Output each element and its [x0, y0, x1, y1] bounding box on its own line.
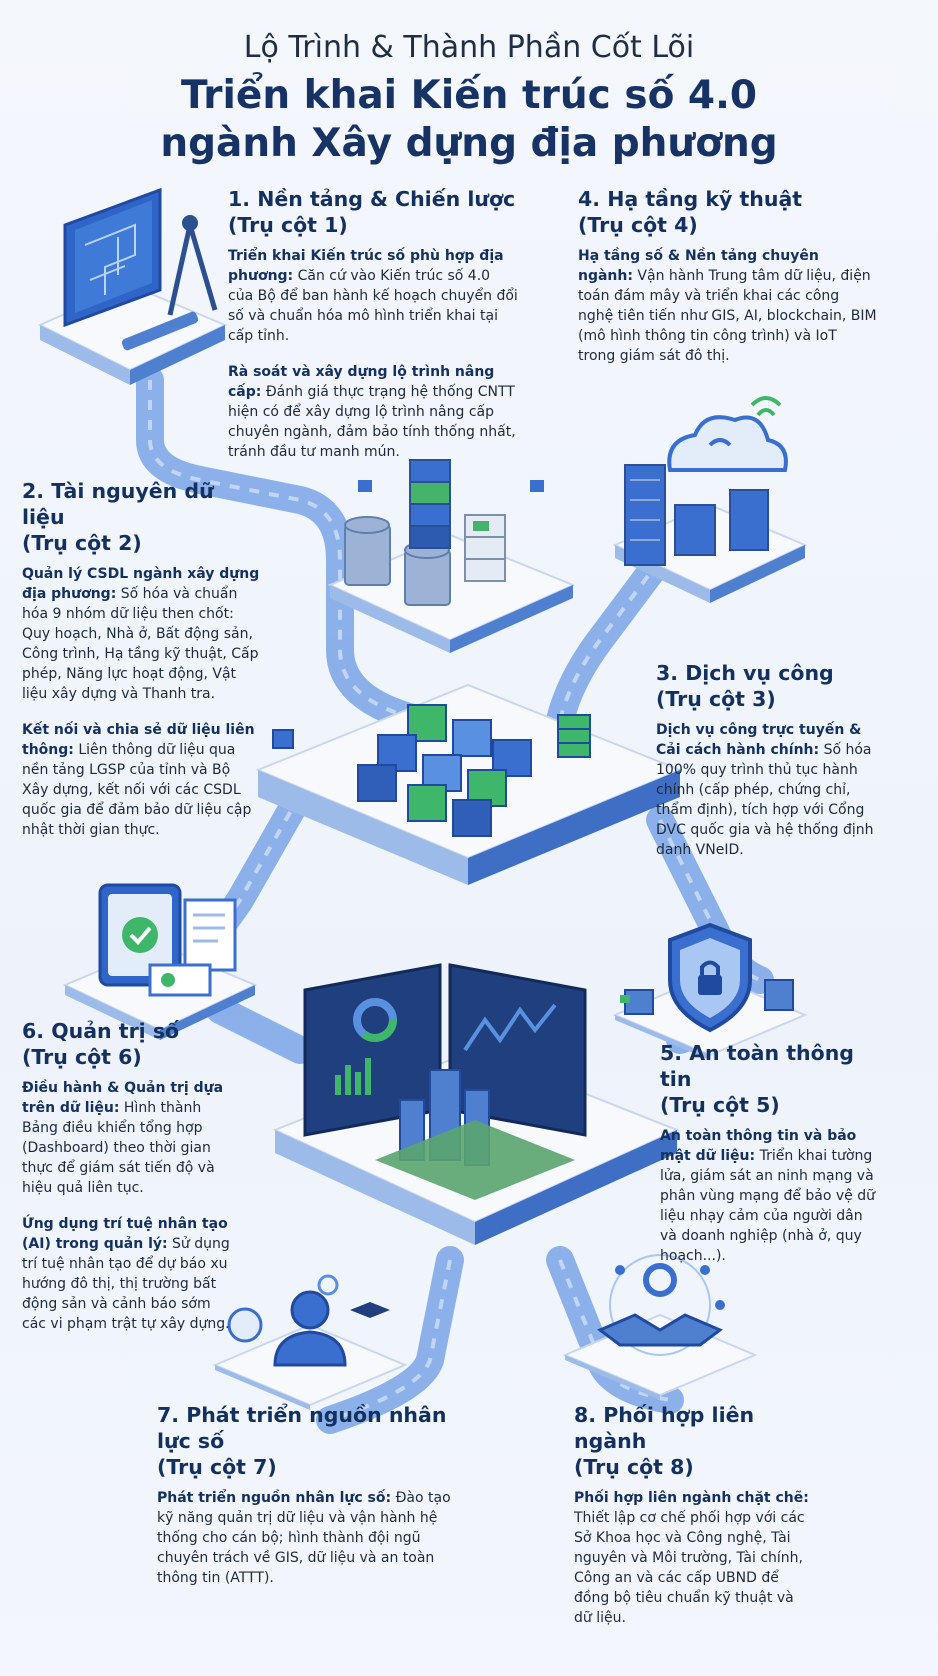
pillar-6-item-1-body: Hình thành Bảng điều khiển tổng hợp (Das…: [22, 1100, 215, 1196]
pillar-1-title: 1. Nền tảng & Chiến lược: [228, 187, 516, 211]
pillar-1-item-2-body: Đánh giá thực trạng hệ thống CNTT hiện c…: [228, 384, 516, 460]
pillar-3-item-1-lead: Dịch vụ công trực tuyến & Cải cách hành …: [656, 722, 862, 758]
cooperation-handshake-illustration: [562, 1254, 758, 1400]
pillar-6-item-2: Ứng dụng trí tuệ nhân tạo (AI) trong quả…: [22, 1214, 234, 1334]
human-resources-illustration: [212, 1274, 408, 1410]
pillar-1-item-2: Rà soát và xây dựng lộ trình nâng cấp: Đ…: [228, 362, 518, 462]
pillar-5-title: 5. An toàn thông tin: [660, 1041, 854, 1091]
pillar-5-item-1-lead: An toàn thông tin và bảo mật dữ liệu:: [660, 1128, 857, 1164]
cloud-datacenter-illustration: [612, 396, 808, 603]
pillar-7-title: 7. Phát triển nguồn nhân lực số: [157, 1403, 447, 1453]
pillar-4-item-1-body: Vận hành Trung tâm dữ liệu, điện toán đá…: [578, 268, 877, 364]
pillar-4-subtitle: (Trụ cột 4): [578, 213, 698, 237]
city-dashboard-illustration: [272, 963, 680, 1245]
page-title-line2: ngành Xây dựng địa phương: [160, 121, 778, 166]
pillar-4-title: 4. Hạ tầng kỹ thuật: [578, 187, 803, 211]
pillar-1-item-2-lead: Rà soát và xây dựng lộ trình nâng cấp:: [228, 364, 495, 400]
pillar-6-item-1-lead: Điều hành & Quản trị dựa trên dữ liệu:: [22, 1080, 224, 1116]
pillar-8-item-1: Phối hợp liên ngành chặt chẽ: Thiết lập …: [574, 1488, 814, 1628]
pillar-6-section: 6. Quản trị số (Trụ cột 6) Điều hành & Q…: [22, 1018, 234, 1334]
pillar-5-section: 5. An toàn thông tin (Trụ cột 5) An toàn…: [660, 1040, 880, 1266]
pillar-6-item-1: Điều hành & Quản trị dựa trên dữ liệu: H…: [22, 1078, 234, 1198]
pillar-4-item-1: Hạ tầng số & Nền tảng chuyên ngành: Vận …: [578, 246, 878, 366]
super-title: Lộ Trình & Thành Phần Cốt Lõi: [243, 30, 695, 65]
pillar-7-section: 7. Phát triển nguồn nhân lực số (Trụ cột…: [157, 1402, 457, 1588]
pillar-5-item-1: An toàn thông tin và bảo mật dữ liệu: Tr…: [660, 1126, 880, 1266]
pillar-8-section: 8. Phối hợp liên ngành (Trụ cột 8) Phối …: [574, 1402, 814, 1628]
database-servers-illustration: [327, 459, 575, 653]
pillar-1-subtitle: (Trụ cột 1): [228, 213, 348, 237]
pillar-2-section: 2. Tài nguyên dữ liệu (Trụ cột 2) Quản l…: [22, 478, 260, 840]
central-data-hub-illustration: [255, 683, 683, 885]
pillar-2-title: 2. Tài nguyên dữ liệu: [22, 479, 214, 529]
blueprint-monitor-illustration: [37, 187, 228, 385]
pillar-6-item-2-lead: Ứng dụng trí tuệ nhân tạo (AI) trong quả…: [22, 1216, 228, 1252]
pillar-1-item-1-lead: Triển khai Kiến trúc số phù hợp địa phươ…: [228, 248, 504, 284]
pillar-7-item-1-body: Đào tạo kỹ năng quản trị dữ liệu và vận …: [157, 1490, 451, 1586]
pillar-2-item-2: Kết nối và chia sẻ dữ liệu liên thông: L…: [22, 720, 260, 840]
pillar-2-item-1-body: Số hóa và chuẩn hóa 9 nhóm dữ liệu then …: [22, 586, 259, 702]
page-title-line1: Triển khai Kiến trúc số 4.0: [180, 73, 758, 118]
pillar-5-item-1-body: Triển khai tường lửa, giám sát an ninh m…: [660, 1148, 875, 1264]
pillar-1-item-1: Triển khai Kiến trúc số phù hợp địa phươ…: [228, 246, 518, 346]
pillar-4-section: 4. Hạ tầng kỹ thuật (Trụ cột 4) Hạ tầng …: [578, 186, 878, 366]
pillar-2-item-1-lead: Quản lý CSDL ngành xây dựng địa phương:: [22, 566, 260, 602]
pillar-3-item-1-body: Số hóa 100% quy trình thủ tục hành chính…: [656, 742, 874, 858]
pillar-2-subtitle: (Trụ cột 2): [22, 531, 142, 555]
pillar-6-item-2-body: Sử dụng trí tuệ nhân tạo để dự báo xu hư…: [22, 1236, 230, 1332]
pillar-2-item-2-body: Liên thông dữ liệu qua nền tảng LGSP của…: [22, 742, 252, 838]
pillar-8-subtitle: (Trụ cột 8): [574, 1455, 694, 1479]
pillar-8-title: 8. Phối hợp liên ngành: [574, 1403, 755, 1453]
pillar-5-subtitle: (Trụ cột 5): [660, 1093, 780, 1117]
pillar-6-title: 6. Quản trị số: [22, 1019, 180, 1043]
pillar-1-section: 1. Nền tảng & Chiến lược (Trụ cột 1) Tri…: [228, 186, 518, 462]
pillar-3-title: 3. Dịch vụ công: [656, 661, 834, 685]
security-shield-illustration: [612, 922, 808, 1060]
pillar-8-item-1-body: Thiết lập cơ chế phối hợp với các Sở Kho…: [574, 1510, 805, 1626]
pillar-2-item-1: Quản lý CSDL ngành xây dựng địa phương: …: [22, 564, 260, 704]
pillar-1-item-1-body: Căn cứ vào Kiến trúc số 4.0 của Bộ để ba…: [228, 268, 518, 344]
pillar-3-item-1: Dịch vụ công trực tuyến & Cải cách hành …: [656, 720, 881, 860]
pillar-2-item-2-lead: Kết nối và chia sẻ dữ liệu liên thông:: [22, 722, 255, 758]
pillar-6-subtitle: (Trụ cột 6): [22, 1045, 142, 1069]
pillar-3-subtitle: (Trụ cột 3): [656, 687, 776, 711]
pillar-7-item-1-lead: Phát triển nguồn nhân lực số:: [157, 1490, 392, 1506]
tablet-document-illustration: [62, 883, 258, 1040]
pillar-7-item-1: Phát triển nguồn nhân lực số: Đào tạo kỹ…: [157, 1488, 457, 1588]
pillar-4-item-1-lead: Hạ tầng số & Nền tảng chuyên ngành:: [578, 248, 819, 284]
pillar-3-section: 3. Dịch vụ công (Trụ cột 3) Dịch vụ công…: [656, 660, 881, 860]
pillar-8-item-1-lead: Phối hợp liên ngành chặt chẽ:: [574, 1490, 809, 1506]
pillar-7-subtitle: (Trụ cột 7): [157, 1455, 277, 1479]
